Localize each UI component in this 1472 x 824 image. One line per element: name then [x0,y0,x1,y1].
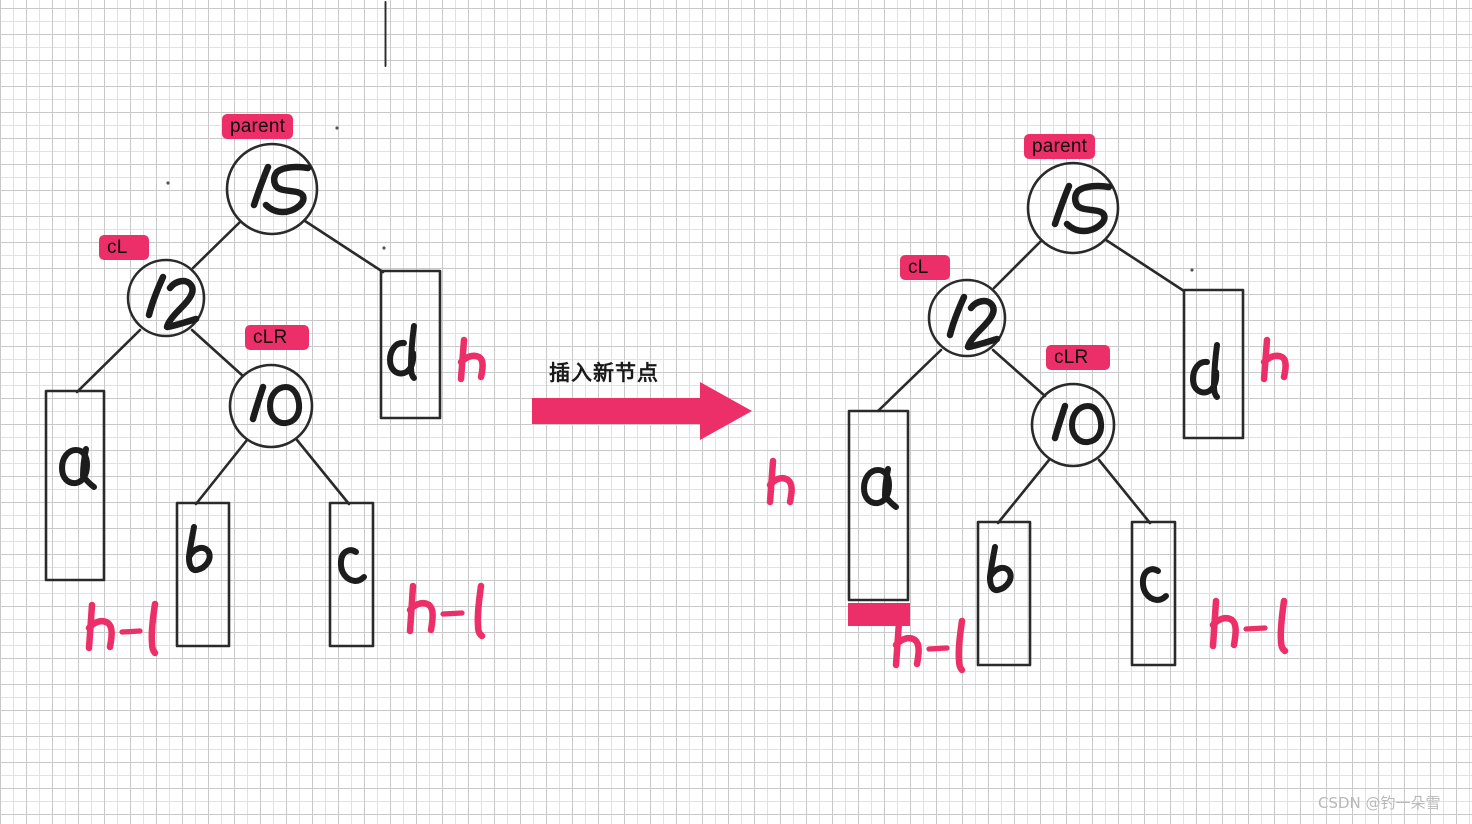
watermark: CSDN @钓一朵雪 [1318,794,1441,812]
handwriting-a-left [59,446,97,490]
transition-arrow [532,382,752,440]
box-b-right [976,520,1032,667]
handwriting-12-right [946,293,1001,351]
node-circle-15-left [225,142,319,236]
badge-cl-left: cL [99,235,150,260]
handwriting-15-left [250,163,312,216]
left-subtree-boxes [44,269,442,648]
box-a-right [847,409,910,602]
box-d-right [1182,288,1245,440]
annotation-h1-c-right [1209,597,1289,655]
transition-label: 插入新节点 [549,361,659,385]
handwriting-d-left [387,323,417,381]
handwriting-12-left [145,273,200,331]
box-c-left [328,501,375,648]
box-c-right [1130,520,1177,667]
box-a-left [44,389,106,582]
annotation-h1-a-right [892,617,966,674]
handwriting-15-right [1051,182,1113,235]
node-circle-15-right [1026,161,1120,255]
badge-clr-left: cLR [245,325,310,350]
handwriting-b-left [186,524,213,574]
box-b-left [175,501,231,648]
annotation-h-middle [766,457,795,506]
node-circle-10-left [228,363,314,449]
badge-cl-right: cL [900,255,951,280]
badge-clr-right: cLR [1046,345,1111,370]
right-tree-edges [876,238,1186,525]
handwriting-d-right [1190,342,1220,400]
badge-parent-right: parent [1024,134,1096,159]
badge-parent-left: parent [222,114,294,139]
handwriting-10-left [249,383,303,427]
box-d-left [379,269,442,420]
handwriting-c-left [337,547,367,584]
handwriting-10-right [1051,402,1105,446]
node-circle-12-right [927,278,1007,358]
right-tree-nodes [927,161,1120,468]
left-tree-edges [75,219,385,506]
handwriting-a-right [861,466,899,510]
annotation-h1-a-left [85,600,159,657]
annotation-h1-c-left [406,582,486,640]
subtree-growth-indicator-a-right [848,603,910,626]
node-circle-12-left [126,258,206,338]
handwriting-b-right [987,544,1014,594]
handwriting-c-right [1139,566,1169,603]
node-circle-10-right [1030,382,1116,468]
left-tree-nodes [126,142,319,449]
annotation-h-d-left [457,336,486,383]
annotation-h-d-right [1260,336,1289,383]
